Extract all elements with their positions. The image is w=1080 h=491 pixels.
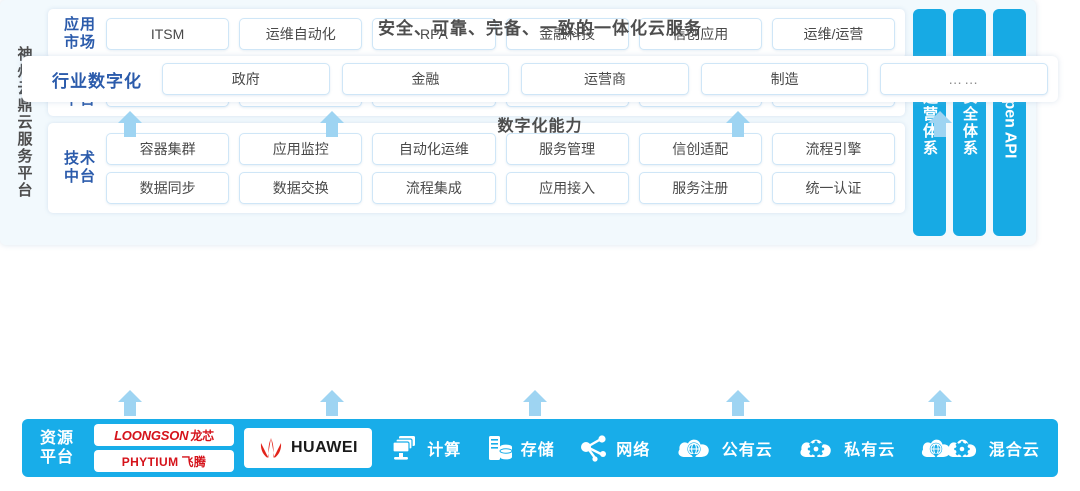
up-arrow-icon xyxy=(117,389,143,417)
side-bar-label: Open API xyxy=(1001,86,1019,159)
layer-technical-platform: 技术 中台 容器集群 应用监控 自动化运维 服务管理 信创适配 流程引擎 xyxy=(48,123,905,213)
loongson-cn: 龙芯 xyxy=(190,428,214,443)
resource-item-network[interactable]: 网络 xyxy=(579,434,650,462)
huawei-logo: HUAWEI xyxy=(244,428,372,468)
cell-itsm[interactable]: ITSM xyxy=(106,18,230,50)
resource-item-label: 混合云 xyxy=(988,442,1040,459)
layer-label-line2: 中台 xyxy=(63,168,96,185)
huawei-flower-icon xyxy=(260,438,282,458)
cell-application-monitoring[interactable]: 应用监控 xyxy=(239,132,363,165)
resource-label-line2: 平台 xyxy=(39,449,74,466)
cell-ops-automation[interactable]: 运维自动化 xyxy=(239,18,363,50)
cell-service-management[interactable]: 服务管理 xyxy=(505,132,629,165)
private-cloud-icon xyxy=(800,439,832,458)
huawei-logo-text: HUAWEI xyxy=(291,439,358,456)
cell-rpa[interactable]: RPA xyxy=(372,18,496,50)
compute-icon xyxy=(392,436,416,460)
cell-container-cluster[interactable]: 容器集群 xyxy=(106,132,230,165)
resource-item-label: 网络 xyxy=(616,442,651,459)
resource-item-hybrid-cloud[interactable]: 混合云 xyxy=(920,435,1040,461)
network-icon xyxy=(581,435,607,462)
up-arrow-icon xyxy=(725,110,751,138)
up-arrow-icon xyxy=(522,389,548,417)
layer-label-technical-platform: 技术 中台 xyxy=(54,150,106,185)
up-arrow-icon xyxy=(319,389,345,417)
resource-item-compute[interactable]: 计算 xyxy=(390,434,461,462)
cell-application-access[interactable]: 应用接入 xyxy=(505,171,629,204)
resource-item-label: 存储 xyxy=(520,442,555,459)
resource-label-line1: 资源 xyxy=(39,429,74,447)
up-arrow-icon xyxy=(117,110,143,138)
cell-data-exchange[interactable]: 数据交换 xyxy=(239,171,363,204)
cell-process-engine[interactable]: 流程引擎 xyxy=(771,132,896,165)
industry-item-finance[interactable]: 金融 xyxy=(341,63,510,95)
resource-item-private-cloud[interactable]: 私有云 xyxy=(797,435,895,461)
resource-platform-label: 资源 平台 xyxy=(22,429,92,467)
industry-item-more[interactable]: …… xyxy=(880,63,1048,95)
cell-automated-ops[interactable]: 自动化运维 xyxy=(372,132,496,165)
cells-line: 容器集群 应用监控 自动化运维 服务管理 信创适配 流程引擎 xyxy=(106,132,896,165)
up-arrow-icon xyxy=(319,110,345,138)
industry-item-government[interactable]: 政府 xyxy=(162,63,330,95)
resource-item-label: 计算 xyxy=(427,442,462,459)
layer-cells: 容器集群 应用监控 自动化运维 服务管理 信创适配 流程引擎 数据同步 数据交换… xyxy=(106,132,896,204)
industry-items: 政府 金融 运营商 制造 …… xyxy=(162,63,1048,95)
cell-ops-operation[interactable]: 运维/运营 xyxy=(771,18,896,50)
industry-item-operator[interactable]: 运营商 xyxy=(521,63,689,95)
industry-row-label: 行业数字化 xyxy=(52,71,142,91)
resource-item-label: 私有云 xyxy=(844,442,896,459)
capability-section-label: 数字化能力 xyxy=(497,118,583,135)
page-title: 安全、可靠、完备、一致的一体化云服务 xyxy=(378,19,702,38)
layer-label-line1: 技术 xyxy=(63,150,96,168)
phytium-cn: 飞腾 xyxy=(181,454,207,469)
cell-data-sync[interactable]: 数据同步 xyxy=(106,171,230,204)
layer-label-application-market: 应用 市场 xyxy=(54,16,106,51)
cell-fintech[interactable]: 金融科技 xyxy=(505,18,629,50)
up-arrow-icon xyxy=(927,110,953,138)
phytium-latin: PHYTIUM xyxy=(121,454,179,469)
resource-item-public-cloud[interactable]: 公有云 xyxy=(675,435,773,461)
resource-item-storage[interactable]: 存储 xyxy=(486,434,555,462)
side-bar-open-api[interactable]: Open API xyxy=(993,9,1026,236)
loongson-latin: LOONGSON xyxy=(114,427,189,443)
storage-icon xyxy=(488,436,513,460)
cell-process-integration[interactable]: 流程集成 xyxy=(372,171,496,204)
resource-item-label: 公有云 xyxy=(721,442,773,459)
cells-line: 数据同步 数据交换 流程集成 应用接入 服务注册 统一认证 xyxy=(106,171,896,204)
layer-label-line2: 市场 xyxy=(63,34,96,51)
layer-cells: ITSM 运维自动化 RPA 金融科技 信创应用 运维/运营 xyxy=(106,18,896,50)
cells-line: ITSM 运维自动化 RPA 金融科技 信创应用 运维/运营 xyxy=(106,18,896,50)
layer-label-line1: 应用 xyxy=(63,16,96,34)
industry-item-manufacturing[interactable]: 制造 xyxy=(700,63,869,95)
up-arrow-icon xyxy=(725,389,751,417)
side-bar-security-system[interactable]: 安全体系 xyxy=(953,9,986,236)
up-arrow-icon xyxy=(927,389,953,417)
cell-xinchuang-adaptation[interactable]: 信创适配 xyxy=(638,132,762,165)
side-bar-label: 安全体系 xyxy=(961,88,978,157)
cloud-service-platform: 神州云鼎云服务平台 应用 市场 ITSM 运维自动化 RPA 金融科技 xyxy=(0,0,1036,245)
hybrid-cloud-icon xyxy=(921,439,976,458)
cell-xinchuang-app[interactable]: 信创应用 xyxy=(638,18,762,50)
public-cloud-icon xyxy=(678,439,709,459)
cell-unified-authentication[interactable]: 统一认证 xyxy=(771,171,896,204)
cell-service-registry[interactable]: 服务注册 xyxy=(638,171,762,204)
industry-digitalization-row: 行业数字化 政府 金融 运营商 制造 …… xyxy=(22,56,1058,102)
resource-items: 计算 存储 xyxy=(372,434,1058,462)
layer-application-market: 应用 市场 ITSM 运维自动化 RPA 金融科技 信创应用 运维/运营 xyxy=(48,9,905,59)
